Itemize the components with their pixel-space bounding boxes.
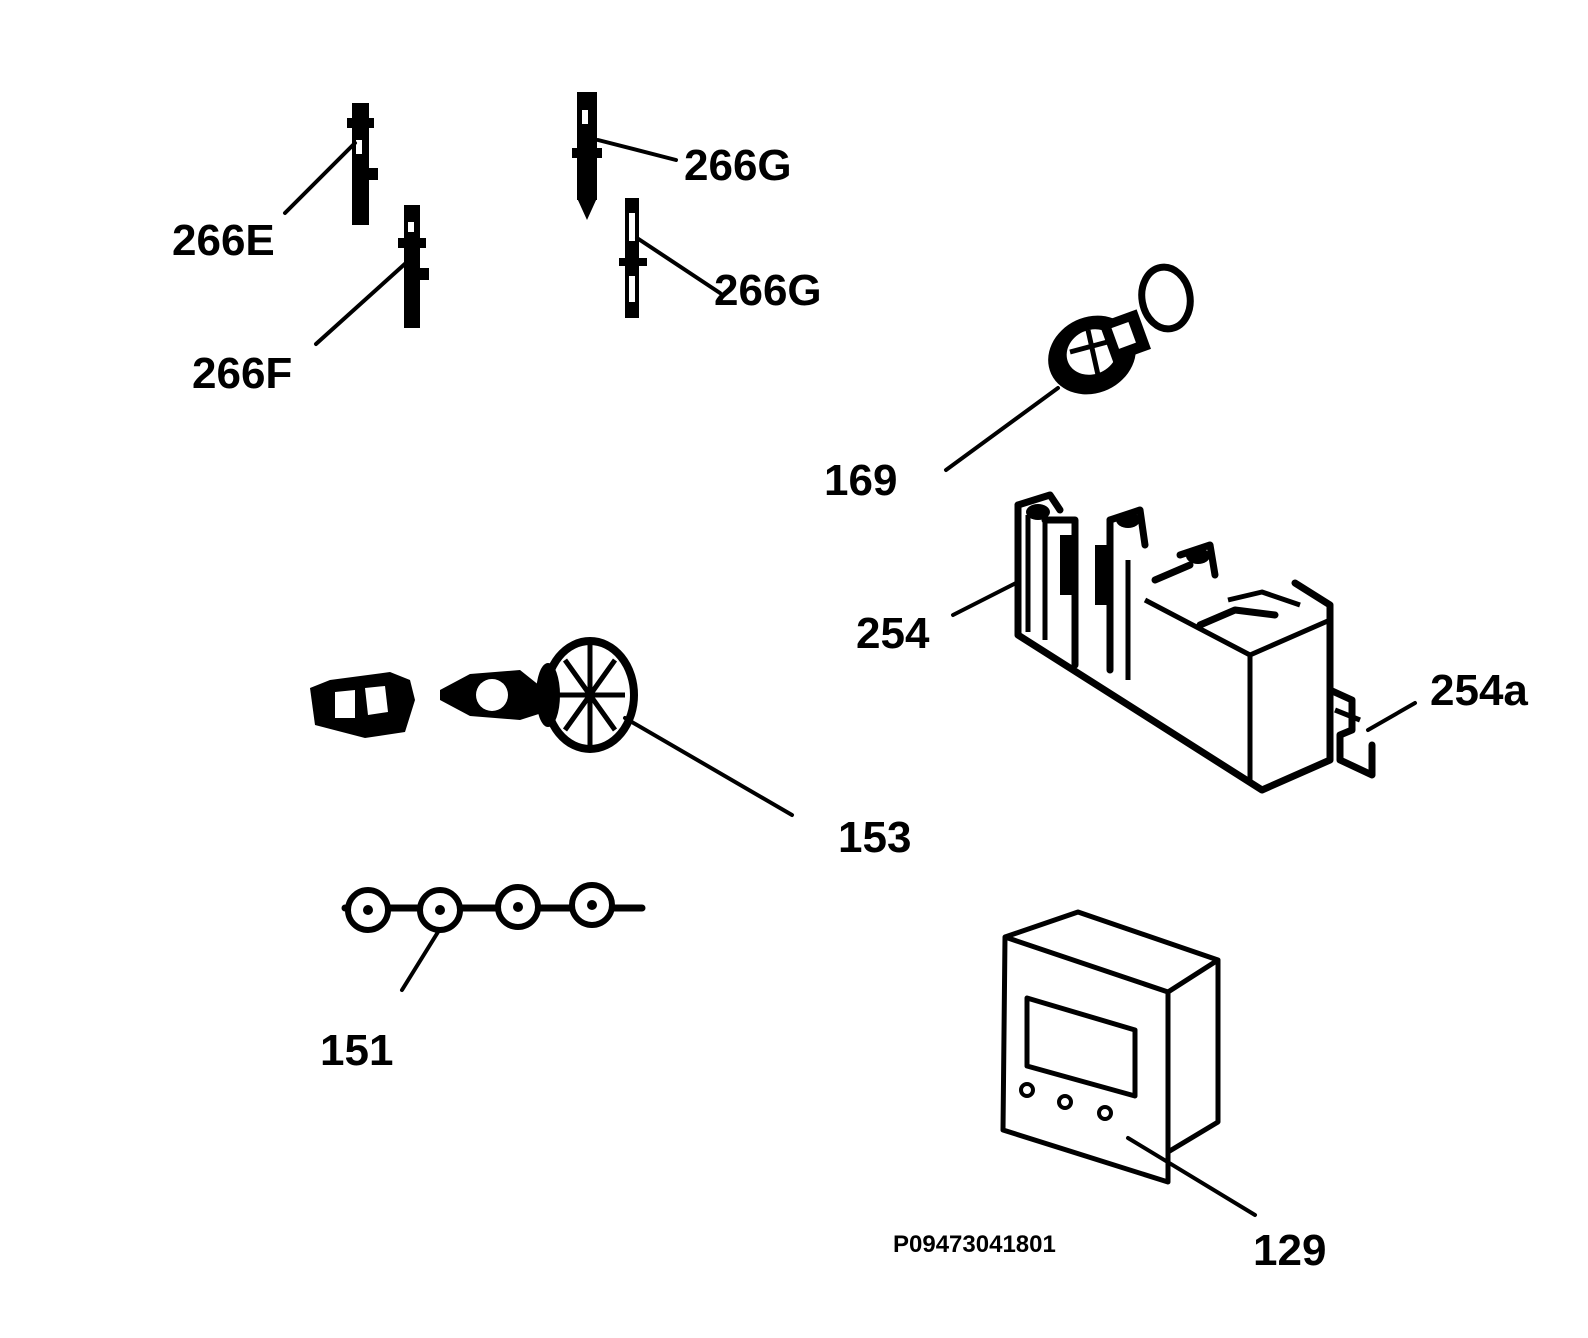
leader-266g-lower — [635, 236, 722, 295]
label-129: 129 — [1253, 1226, 1326, 1275]
part-254a-bracket — [1326, 686, 1376, 779]
label-153: 153 — [838, 813, 911, 862]
label-266g-lower: 266G — [714, 266, 822, 315]
part-169-knob — [1048, 263, 1194, 395]
label-254: 254 — [856, 609, 930, 658]
leader-266f — [314, 260, 409, 346]
leader-254a — [1366, 701, 1417, 732]
leader-169 — [944, 386, 1060, 472]
leader-153 — [623, 716, 794, 817]
label-266g-upper: 266G — [684, 141, 792, 190]
label-151: 151 — [320, 1026, 393, 1075]
part-151-cable-chain — [341, 882, 646, 933]
drawing-code: P09473041801 — [893, 1231, 1056, 1258]
part-266g-upper-injector — [572, 92, 602, 220]
leader-151 — [400, 930, 440, 992]
label-169: 169 — [824, 456, 897, 505]
label-254a: 254a — [1430, 666, 1528, 715]
part-266g-lower-injector — [619, 198, 647, 318]
leader-266e — [283, 141, 357, 215]
leader-254 — [951, 580, 1020, 617]
part-153-knob — [310, 637, 638, 753]
part-254-ignition-unit — [1014, 491, 1334, 794]
leader-266g-upper — [596, 138, 678, 162]
part-129-timer-module — [1000, 909, 1221, 1185]
part-266f-injector — [398, 205, 429, 328]
label-266f: 266F — [192, 349, 292, 398]
label-266e: 266E — [172, 216, 275, 265]
leader-129 — [1126, 1136, 1257, 1217]
part-266e-injector — [347, 103, 378, 225]
